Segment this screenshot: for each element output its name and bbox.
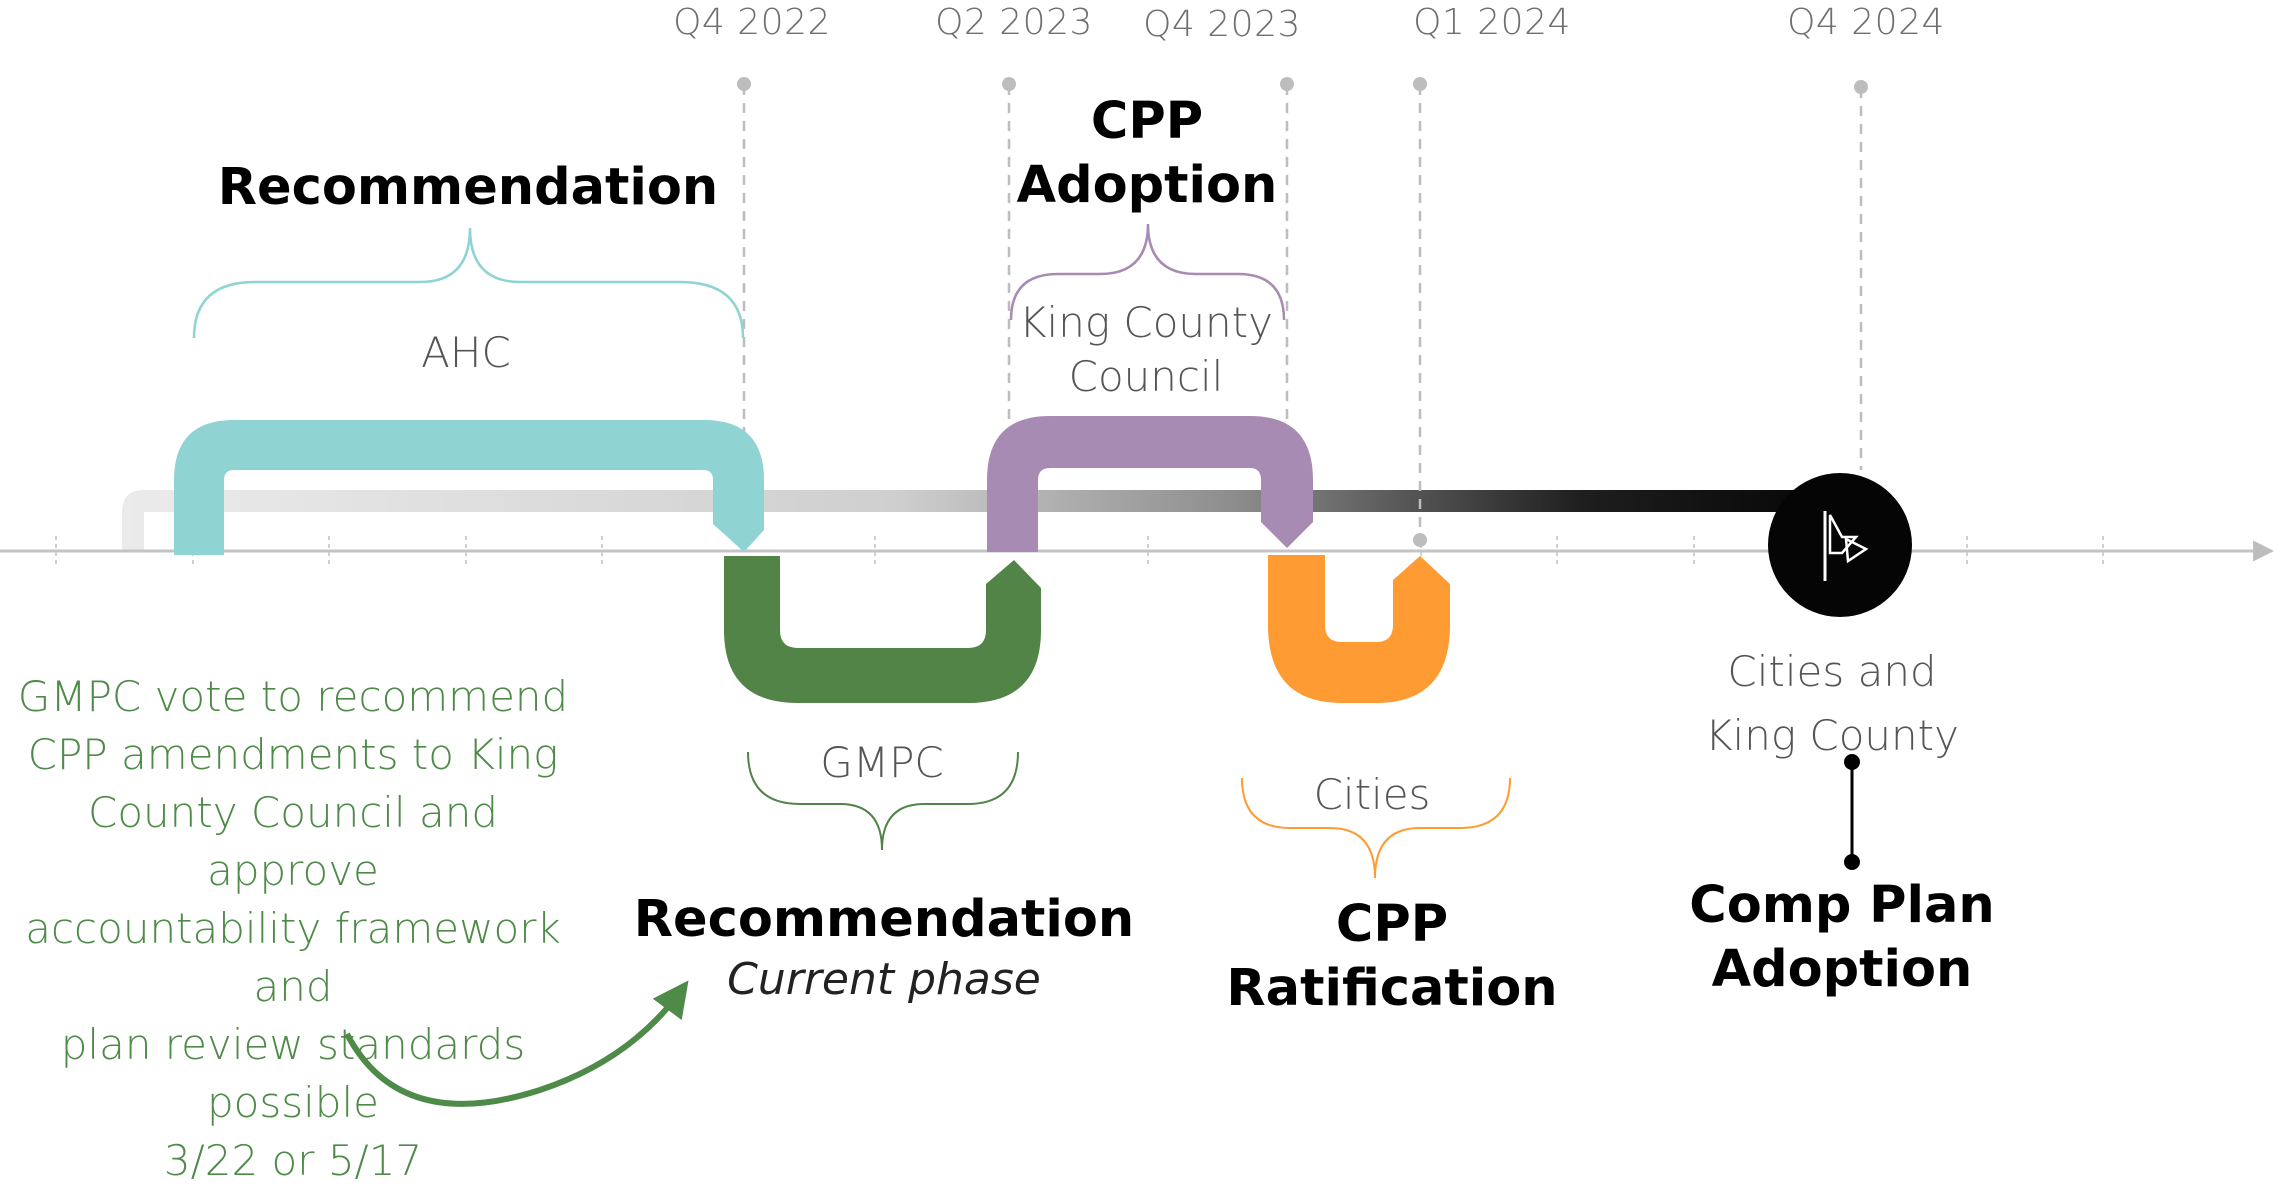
quarter-label: Q4 2023: [1143, 4, 1301, 45]
quarter-label: Q1 2024: [1413, 2, 1571, 43]
gmpc-subheading: Current phase: [727, 954, 1041, 1005]
quarter-label: Q4 2024: [1787, 2, 1945, 43]
flag-icon: [1768, 473, 1912, 617]
gmpc-brace: [747, 751, 1019, 851]
gmpc-heading: Recommendation: [633, 890, 1135, 949]
cities-body: Cities: [1313, 770, 1431, 819]
gmpc-body: GMPC: [820, 738, 944, 787]
final-heading: Comp Plan Adoption: [1689, 876, 1995, 999]
ahc-body: AHC: [421, 328, 511, 377]
cities-u: [1268, 555, 1450, 703]
gmpc-vote-note: GMPC vote to recommend CPP amendments to…: [17, 672, 569, 1185]
quarter-label: Q2 2023: [935, 2, 1093, 43]
quarter-guides: [742, 85, 1863, 540]
ahc-arch: [174, 420, 764, 555]
final-body: Cities and King County: [1705, 647, 1959, 760]
timeline-graphic: [0, 77, 2275, 1107]
cities-heading: CPP Ratification: [1226, 895, 1558, 1018]
cities-brace: [1241, 777, 1511, 879]
council-brace: [1009, 223, 1286, 321]
quarter-label: Q4 2022: [673, 2, 831, 43]
gmpc-u: [724, 556, 1041, 703]
ahc-brace: [192, 227, 745, 339]
quarter-dots: [737, 77, 1868, 547]
progress-bar: [122, 490, 1840, 550]
council-arch: [987, 416, 1313, 552]
council-heading: CPP Adoption: [1016, 92, 1278, 215]
ahc-heading: Recommendation: [217, 158, 719, 217]
curved-arrow-icon: [344, 980, 689, 1107]
council-body: King County Council: [1019, 298, 1273, 401]
